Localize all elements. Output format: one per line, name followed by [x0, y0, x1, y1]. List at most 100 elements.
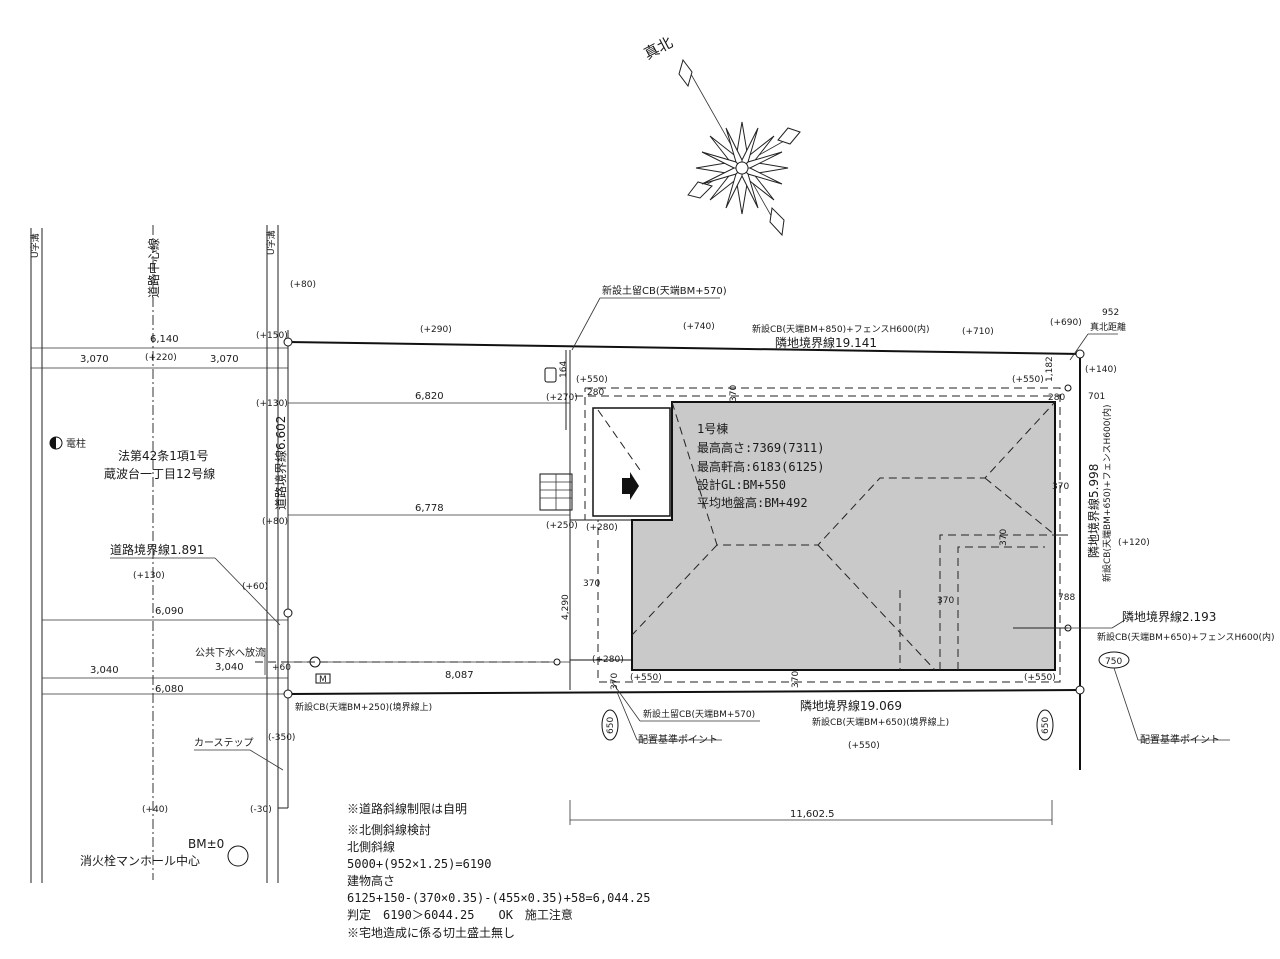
- side-walkway: [569, 519, 633, 661]
- dim-280-a: 280: [587, 388, 604, 398]
- road-name-label: 蔵波台一丁目12号線: [104, 466, 215, 481]
- building-design-gl: 設計GL:BM+550: [697, 477, 786, 492]
- dim-1182: 1,182: [1045, 356, 1055, 382]
- dim-952: 952: [1102, 308, 1119, 318]
- retaining-wall-bottom-label: 新設土留CB(天端BM+570): [643, 708, 755, 720]
- dim-164: 164: [559, 361, 569, 378]
- level-p220: (+220): [145, 353, 177, 363]
- north-compass: 真北: [641, 33, 801, 237]
- level-p60-small: +60: [272, 663, 291, 673]
- level-p280-a: (+280): [586, 523, 618, 533]
- boundary-bottom-label: 隣地境界線19.069: [800, 698, 902, 713]
- level-p250: (+250): [546, 521, 578, 531]
- dim-3070-left: 3,070: [80, 354, 109, 365]
- entrance-porch: [592, 407, 671, 517]
- dim-280-b: 280: [1048, 393, 1065, 403]
- boundary-right-label: 隣地境界線5.998: [1086, 464, 1101, 558]
- dim-370-b: 370: [583, 579, 600, 589]
- level-p150: (+150): [256, 331, 288, 341]
- benchmark-label: BM±0: [188, 837, 224, 851]
- road-area: U字溝 U字溝 道路中心線 道路境界線6.602 電柱 法第42条1項1号 蔵波…: [29, 225, 316, 883]
- road-boundary-1891-label: 道路境界線1.891: [110, 542, 204, 557]
- note-cut-fill: ※宅地造成に係る切土盛土無し: [347, 925, 515, 940]
- level-p550-e: (+550): [848, 741, 880, 751]
- dim-6820: 6,820: [415, 391, 444, 402]
- dim-6778: 6,778: [415, 503, 444, 514]
- dim-3040-b: 3,040: [90, 665, 119, 676]
- dim-8087: 8,087: [445, 670, 474, 681]
- entrance-stairs: [539, 473, 573, 511]
- note-north-slope-calc: 5000+(952×1.25)=6190: [347, 857, 492, 871]
- level-650-circle-b: [1036, 709, 1054, 741]
- building-average-ground: 平均地盤高:BM+492: [697, 495, 808, 510]
- dim-4290: 4,290: [561, 594, 571, 620]
- dim-3070-right: 3,070: [210, 354, 239, 365]
- road-law-label: 法第42条1項1号: [118, 449, 209, 463]
- dim-788: 788: [1058, 593, 1075, 603]
- north-arrow-icon: [678, 58, 693, 88]
- car-step-label: カーステップ: [194, 737, 254, 749]
- note-height-calc: 6125+150-(370×0.35)-(455×0.35)+58=6,044.…: [347, 891, 650, 905]
- boundary-right2-label: 隣地境界線2.193: [1122, 609, 1216, 624]
- dim-701: 701: [1088, 392, 1105, 402]
- building-footprint: [631, 401, 1056, 671]
- level-p710: (+710): [962, 327, 994, 337]
- building-1: 1号棟 最高高さ:7369(7311) 最高軒高:6183(6125) 設計GL…: [539, 350, 1075, 690]
- dim-6080: 6,080: [155, 684, 184, 695]
- road-boundary-vertical-label: 道路境界線6.602: [273, 416, 288, 510]
- level-650-label-b: 650: [1041, 717, 1051, 734]
- note-building-height: 建物高さ: [347, 873, 395, 888]
- dim-370-c: 370: [1052, 482, 1069, 492]
- dim-11602: 11,602.5: [790, 809, 835, 820]
- level-p550-b: (+550): [1012, 375, 1044, 385]
- dim-370-a: 370: [729, 385, 739, 402]
- level-p550-d: (+550): [1024, 673, 1056, 683]
- level-m30: (-30): [250, 805, 272, 815]
- level-p280-b: (+280): [592, 655, 624, 665]
- note-judgement: 判定 6190＞6044.25 OK 施工注意: [347, 907, 573, 922]
- hydrant-label: 消火栓マンホール中心: [80, 853, 200, 868]
- boundary-top-label: 隣地境界線19.141: [775, 335, 877, 350]
- entrance-arrow-icon: [622, 472, 639, 500]
- manhole-box-icon: [315, 673, 331, 684]
- true-north-distance-label: 真北距離: [1090, 321, 1126, 333]
- level-p80: (+80): [290, 280, 316, 290]
- dim-3040-a: 3,040: [215, 662, 244, 673]
- level-p60: (+60): [242, 582, 268, 592]
- building-name: 1号棟: [697, 421, 728, 436]
- notes-block: ※道路斜線制限は自明 ※北側斜線検討 北側斜線 5000+(952×1.25)=…: [347, 801, 650, 940]
- ref-point-right-label: 配置基準ポイント: [1140, 733, 1220, 746]
- dim-370-e: 370: [937, 596, 954, 606]
- hydrant-manhole-icon: [227, 845, 249, 867]
- note-north-slope: 北側斜線: [347, 839, 395, 854]
- retaining-wall-top-label: 新設土留CB(天端BM+570): [602, 284, 727, 297]
- sewer-label: 公共下水へ放流: [195, 646, 265, 659]
- level-p270: (+270): [546, 393, 578, 403]
- meter-icon: [544, 367, 557, 383]
- compass-rose-icon: [695, 121, 789, 215]
- building-max-height: 最高高さ:7369(7311): [697, 440, 824, 455]
- true-north-label: 真北: [641, 33, 676, 63]
- level-p40: (+40): [142, 805, 168, 815]
- u-ditch-left-label: U字溝: [29, 233, 41, 258]
- dim-370-d: 370: [999, 529, 1009, 546]
- level-p80-b: (+80): [262, 517, 288, 527]
- cb-bottom-label: 新設CB(天端BM+650)(境界線上): [812, 716, 949, 728]
- dim-370-f: 370: [610, 673, 620, 690]
- building-max-eave: 最高軒高:6183(6125): [697, 459, 824, 474]
- note-north-slope-check: ※北側斜線検討: [347, 822, 431, 837]
- level-750-label: 750: [1105, 657, 1122, 667]
- dim-6090: 6,090: [155, 606, 184, 617]
- dim-370-g: 370: [791, 671, 801, 688]
- level-650-circle-a: [601, 709, 619, 741]
- road-center-label: 道路中心線: [146, 238, 161, 298]
- ref-point-left-label: 配置基準ポイント: [638, 733, 718, 746]
- right-boundary-annotations: 隣地境界線5.998 新設CB(天端BM+650)+フェンスH600(内) (+…: [1068, 405, 1274, 746]
- bottom-boundary-annotations: 新設CB(天端BM+250)(境界線上) 隣地境界線19.069 新設CB(天端…: [295, 681, 1054, 825]
- cb-top-label: 新設CB(天端BM+850)+フェンスH600(内): [752, 323, 929, 335]
- level-p140: (+140): [1085, 365, 1117, 375]
- manhole-label: M: [319, 675, 327, 685]
- cb-right-label: 新設CB(天端BM+650)+フェンスH600(内): [1101, 405, 1113, 582]
- level-p130-b: (+130): [133, 571, 165, 581]
